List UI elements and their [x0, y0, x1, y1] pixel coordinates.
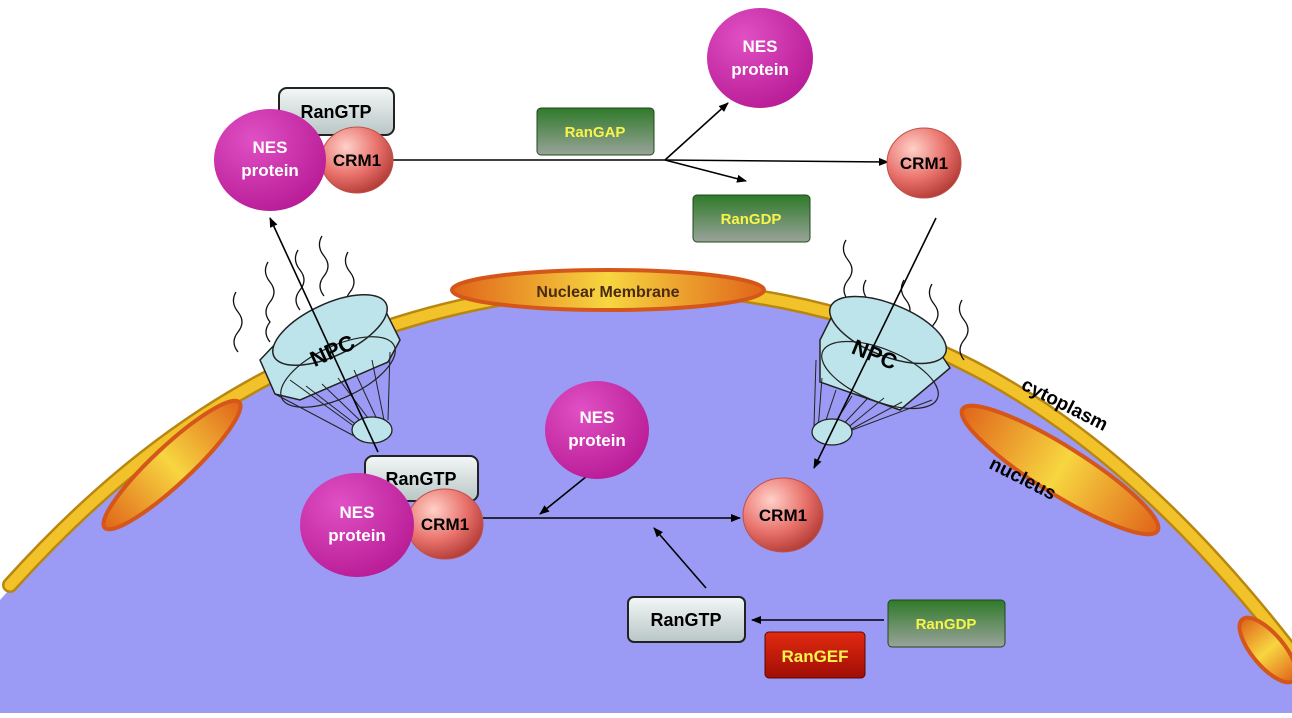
- crm1-top-label: CRM1: [333, 151, 381, 170]
- rangap-label: RanGAP: [565, 124, 626, 141]
- nes-protein-released-line2: protein: [731, 60, 789, 79]
- rangdp-bottom-label: RanGDP: [916, 616, 977, 633]
- crm1-released-label: CRM1: [900, 154, 948, 173]
- nes-protein-complex: [300, 473, 414, 577]
- nes-protein-complex-line2: protein: [328, 526, 386, 545]
- rangap-box: RanGAP: [536, 107, 655, 156]
- rangdp-box-top: RanGDP: [692, 194, 811, 243]
- nes-protein-top-line1: NES: [253, 138, 288, 157]
- crm1-nuclear: CRM1: [742, 477, 824, 553]
- rangef-label: RanGEF: [781, 647, 848, 666]
- nes-protein-top: [214, 109, 326, 211]
- top-export-complex: RanGTP CRM1 NES protein: [214, 87, 395, 211]
- nes-protein-released-line1: NES: [743, 37, 778, 56]
- rangef-box: RanGEF: [764, 631, 866, 679]
- nes-protein-nuclear-line2: protein: [568, 431, 626, 450]
- nes-protein-released: NES protein: [707, 8, 813, 108]
- nuclear-membrane-label: Nuclear Membrane: [536, 284, 679, 301]
- npc-left: NPC: [232, 235, 401, 444]
- crm1-nuclear-label: CRM1: [759, 506, 807, 525]
- nes-protein-top-line2: protein: [241, 161, 299, 180]
- nuclear-export-complex: RanGTP CRM1 NES protein: [300, 455, 484, 577]
- nes-protein-nuclear-line1: NES: [580, 408, 615, 427]
- nes-protein-nuclear: NES protein: [545, 381, 649, 479]
- rangtp-box-top-label: RanGTP: [300, 102, 371, 122]
- rangdp-box-bottom: RanGDP: [887, 599, 1006, 648]
- crm1-released: CRM1: [886, 127, 962, 199]
- arrows: [269, 102, 937, 624]
- rangtp-box-bottom: RanGTP: [627, 596, 746, 643]
- membrane-segments: [101, 268, 1292, 685]
- rangdp-top-label: RanGDP: [721, 211, 782, 228]
- rangtp-box-nuclear-label: RanGTP: [385, 469, 456, 489]
- npc-right: NPC: [811, 239, 969, 446]
- crm1-nuclear-complex-label: CRM1: [421, 515, 469, 534]
- rangtp-bottom-label: RanGTP: [650, 610, 721, 630]
- nes-protein-complex-line1: NES: [340, 503, 375, 522]
